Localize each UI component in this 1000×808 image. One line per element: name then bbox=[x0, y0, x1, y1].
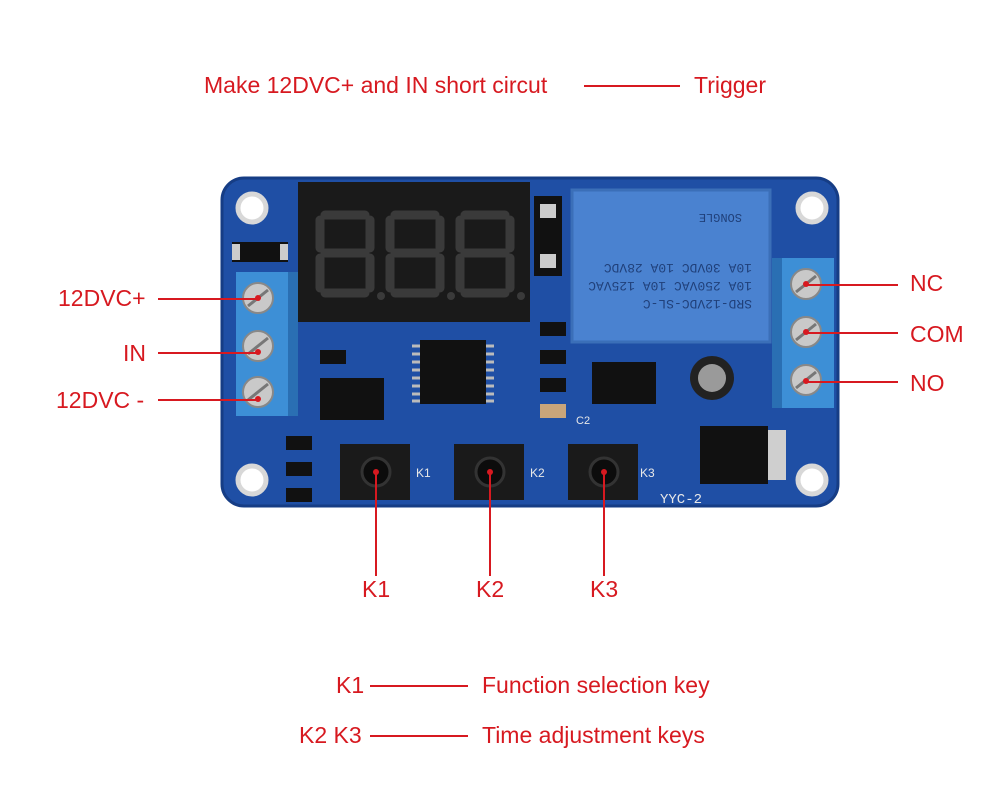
relay-rating: 10A 30VDC 10A 28VDC bbox=[604, 260, 752, 275]
trigger-condition-label: Make 12DVC+ and IN short circut bbox=[204, 72, 548, 98]
terminal-label-12dvc-plus: 12DVC+ bbox=[58, 285, 146, 311]
terminal-screw bbox=[242, 330, 274, 362]
leader-line bbox=[375, 472, 377, 576]
terminal-screw bbox=[242, 376, 274, 408]
trigger-label: Trigger bbox=[694, 72, 766, 98]
leader-line bbox=[158, 352, 258, 354]
leader-line bbox=[158, 298, 258, 300]
leader-line bbox=[584, 85, 680, 87]
silk-c2: C2 bbox=[576, 415, 590, 427]
leader-line bbox=[370, 685, 468, 687]
terminal-label-com: COM bbox=[910, 321, 964, 347]
silk-k2: K2 bbox=[530, 466, 545, 480]
relay-rating: 10A 250VAC 10A 125VAC bbox=[588, 278, 752, 293]
button-label-k1: K1 bbox=[362, 576, 391, 602]
leader-line bbox=[489, 472, 491, 576]
leader-line bbox=[158, 399, 258, 401]
mounting-hole bbox=[795, 463, 829, 497]
optocoupler bbox=[592, 362, 656, 404]
legend-key-k1: K1 bbox=[336, 672, 365, 698]
leader-line bbox=[370, 735, 468, 737]
silk-k3: K3 bbox=[640, 466, 655, 480]
relay-label: SRD-12VDC-SL-C bbox=[643, 296, 752, 311]
silk-model: YYC-2 bbox=[660, 492, 702, 508]
terminal-label-12dvc-minus: 12DVC - bbox=[56, 387, 145, 413]
voltage-regulator bbox=[700, 426, 768, 484]
legend-desc-function-selection: Function selection key bbox=[482, 672, 710, 698]
button-label-k2: K2 bbox=[476, 576, 505, 602]
mounting-hole bbox=[235, 463, 269, 497]
silk-k1: K1 bbox=[416, 466, 431, 480]
optocoupler bbox=[320, 378, 384, 420]
terminal-label-no: NO bbox=[910, 370, 945, 396]
legend-desc-time-adjustment: Time adjustment keys bbox=[482, 722, 705, 748]
relay-brand: SONGLE bbox=[699, 210, 742, 224]
mounting-hole bbox=[795, 191, 829, 225]
leader-line bbox=[806, 284, 898, 286]
ic-chip bbox=[420, 340, 486, 404]
relay bbox=[570, 188, 772, 344]
leader-line bbox=[806, 381, 898, 383]
terminal-label-in: IN bbox=[123, 340, 146, 366]
diode bbox=[232, 242, 288, 262]
leader-line bbox=[806, 332, 898, 334]
terminal-label-nc: NC bbox=[910, 270, 944, 296]
legend-key-k2-k3: K2 K3 bbox=[299, 722, 362, 748]
mounting-hole bbox=[235, 191, 269, 225]
leader-line bbox=[603, 472, 605, 576]
button-label-k3: K3 bbox=[590, 576, 619, 602]
